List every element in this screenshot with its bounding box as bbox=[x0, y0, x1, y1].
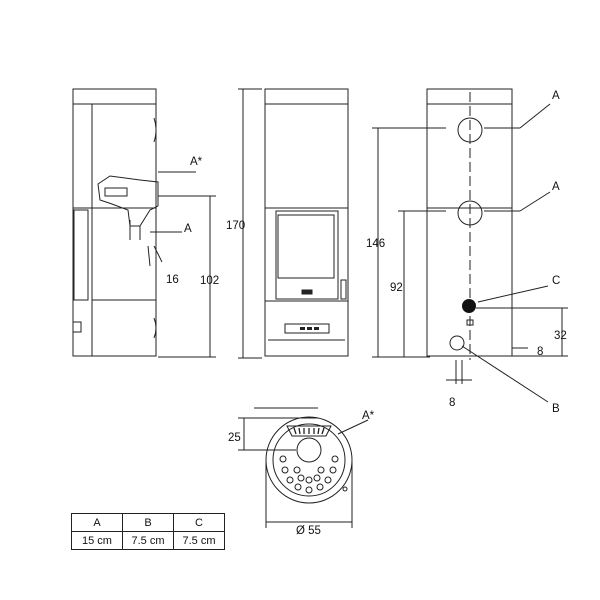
side-door-glass bbox=[73, 209, 89, 301]
top-outer-circle bbox=[265, 416, 353, 504]
back-outlet-c bbox=[462, 299, 476, 313]
front-door-glass bbox=[277, 214, 335, 279]
table-header-c: C bbox=[173, 513, 225, 532]
back-dim-8-right: 8 bbox=[537, 346, 543, 358]
table-value-row: 15 cm 7.5 cm 7.5 cm bbox=[71, 531, 225, 550]
side-dim-102: 102 bbox=[200, 275, 219, 287]
top-flue-circle bbox=[296, 437, 322, 463]
table-value-b: 7.5 cm bbox=[122, 531, 174, 550]
top-vent-holes bbox=[279, 455, 339, 494]
side-control-knob bbox=[72, 321, 82, 333]
back-dim-8-bottom: 8 bbox=[449, 397, 455, 409]
back-dim-92: 92 bbox=[390, 282, 403, 294]
back-label-b: B bbox=[552, 403, 560, 415]
top-label-a-star: A* bbox=[362, 410, 375, 422]
front-logo-plate bbox=[301, 289, 313, 295]
top-dim-diameter: Ø 55 bbox=[296, 525, 321, 537]
table-value-a: 15 cm bbox=[71, 531, 123, 550]
back-view bbox=[372, 88, 568, 403]
connection-size-table: A B C 15 cm 7.5 cm 7.5 cm bbox=[71, 513, 225, 550]
side-flue-connector bbox=[97, 175, 159, 227]
front-body bbox=[264, 103, 349, 357]
front-dim-170: 170 bbox=[226, 220, 245, 232]
side-label-a: A bbox=[184, 223, 192, 235]
top-dim-25: 25 bbox=[228, 432, 241, 444]
side-cap bbox=[72, 88, 157, 105]
side-body bbox=[72, 103, 157, 357]
table-value-c: 7.5 cm bbox=[173, 531, 225, 550]
top-view bbox=[238, 407, 369, 528]
front-cap bbox=[264, 88, 349, 105]
front-drawer-vents bbox=[300, 327, 319, 330]
front-view bbox=[238, 88, 349, 359]
back-outlet-a-top bbox=[457, 117, 483, 143]
back-label-c: C bbox=[552, 275, 560, 287]
front-door bbox=[275, 210, 339, 300]
back-inlet-b bbox=[449, 335, 465, 351]
table-header-a: A bbox=[71, 513, 123, 532]
back-label-a-top: A bbox=[552, 90, 560, 102]
back-dim-146: 146 bbox=[366, 238, 385, 250]
table-header-row: A B C bbox=[71, 513, 225, 532]
back-outlet-a-mid bbox=[457, 200, 483, 226]
side-view bbox=[72, 88, 216, 358]
front-ash-drawer bbox=[284, 323, 330, 334]
top-grate-ribs bbox=[293, 427, 325, 435]
top-inner-circle bbox=[272, 423, 346, 497]
side-dim-16: 16 bbox=[166, 274, 179, 286]
back-dim-32: 32 bbox=[554, 330, 567, 342]
back-label-a-mid: A bbox=[552, 181, 560, 193]
table-header-b: B bbox=[122, 513, 174, 532]
side-label-a-star: A* bbox=[190, 156, 203, 168]
